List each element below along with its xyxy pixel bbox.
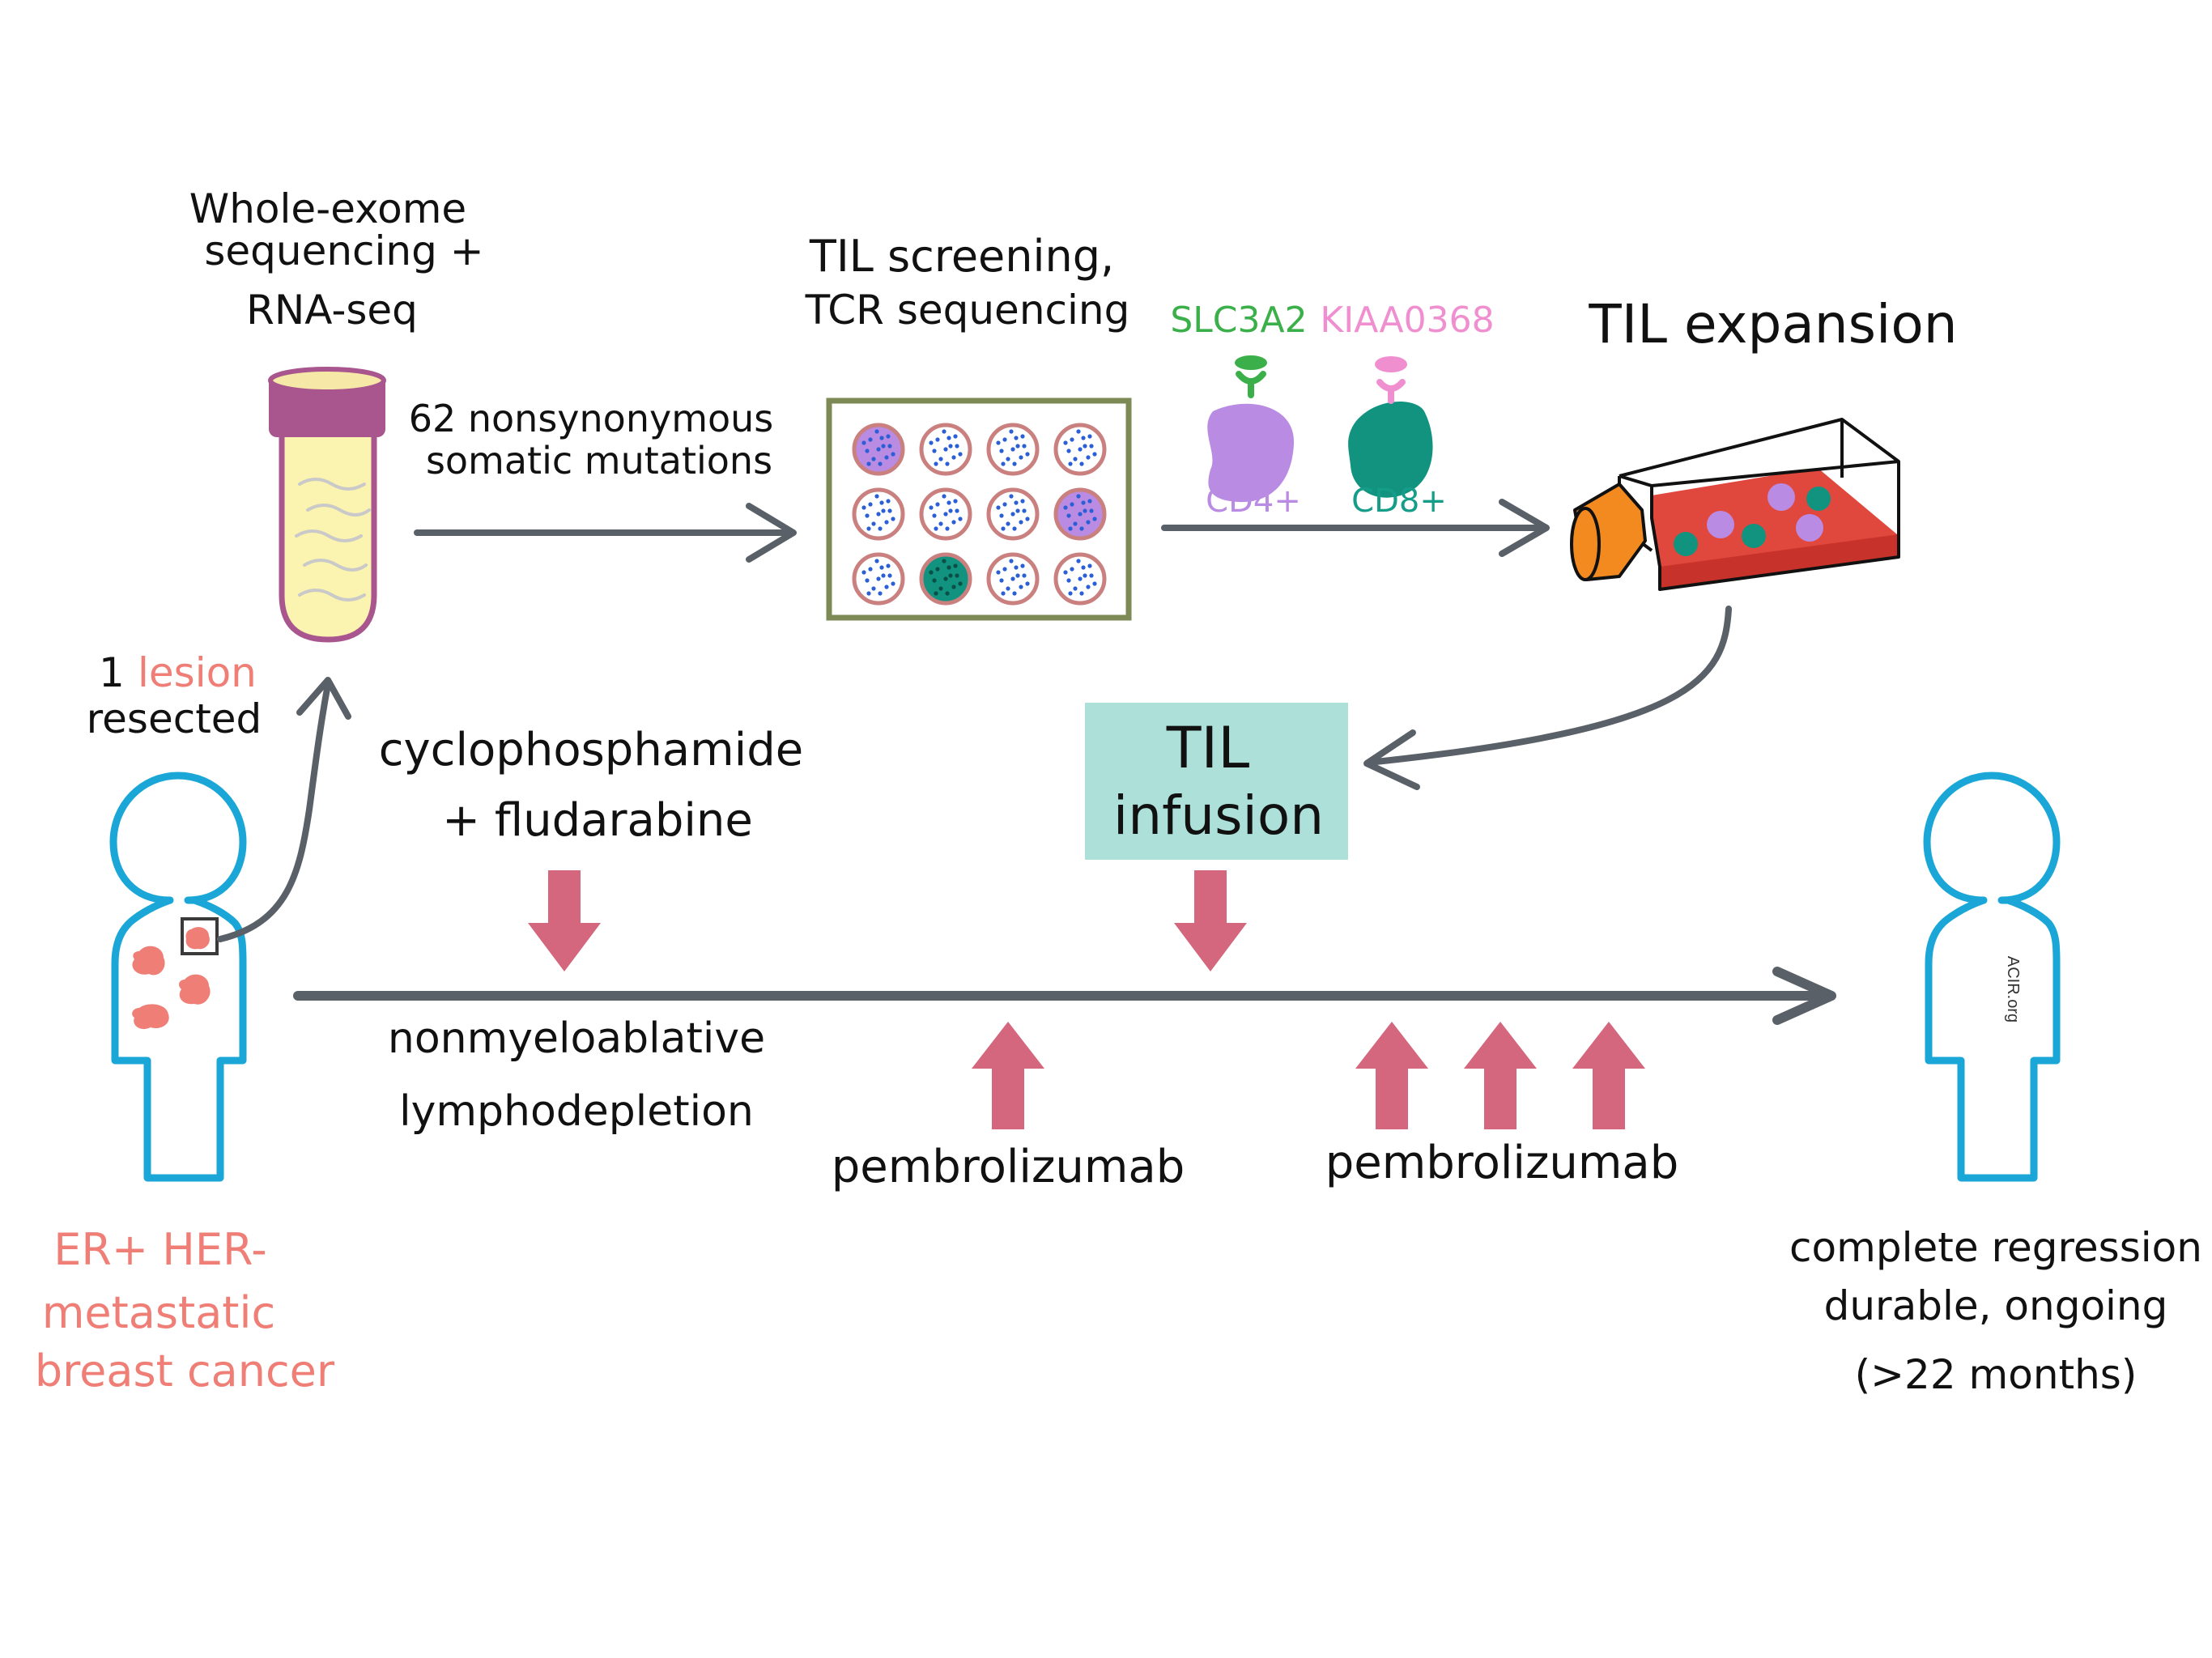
cd4-cell-icon (1207, 355, 1295, 503)
plate-well (852, 423, 905, 476)
chemo-label: cyclophosphamide + fludarabine (379, 724, 803, 847)
treatment-timeline-arrow (293, 967, 1836, 1025)
mutations-label: 62 nonsynonymous somatic mutations (409, 397, 774, 483)
plate-well (986, 487, 1040, 541)
lympho-label-line1: nonmyeloablative (388, 1014, 765, 1063)
sequencing-label: Whole-exome sequencing + RNA-seq (189, 185, 484, 334)
arrow-expansion-to-infusion (1363, 606, 1732, 790)
antigen-labels: SLC3A2 KIAA0368 (1170, 300, 1494, 341)
outcome-label-line1: complete regression (1789, 1224, 2202, 1271)
culture-flask-icon (1570, 418, 1900, 591)
lympho-label-line2: lymphodepletion (399, 1087, 754, 1136)
screening-label: TIL screening, TCR sequencing (805, 231, 1130, 334)
lesion-label: 1 lesion resected (87, 649, 262, 742)
patient-before-icon (109, 772, 247, 1182)
patient-label-line1: ER+ HER- (53, 1224, 267, 1275)
screening-label-line1: TIL screening, (809, 231, 1114, 282)
outcome-label: complete regression durable, ongoing (>2… (1789, 1224, 2202, 1398)
cd8-cell-icon (1348, 356, 1433, 498)
patient-label-line3: breast cancer (35, 1346, 335, 1397)
pembrolizumab-label-1: pembrolizumab (832, 1141, 1185, 1193)
mutations-label-line1: 62 nonsynonymous (409, 397, 774, 440)
chemo-label-line2: + fludarabine (442, 794, 753, 847)
pembrolizumab-up-arrow-1 (972, 1022, 1044, 1129)
plate-well (1053, 423, 1107, 476)
patient-after-icon (1923, 772, 2061, 1182)
infusion-down-arrow (1174, 870, 1247, 971)
pembrolizumab-up-arrow-2 (1355, 1022, 1428, 1129)
sample-tube-icon (268, 367, 386, 643)
pembrolizumab-label-2: pembrolizumab (1325, 1137, 1679, 1189)
mutations-label-line2: somatic mutations (426, 439, 772, 483)
sequencing-label-line1: Whole-exome (189, 185, 466, 232)
til-infusion-box: TIL infusion (1085, 703, 1348, 860)
plate-well (852, 552, 905, 606)
arrow-tube-to-plate (414, 503, 797, 563)
arrow-screening-to-expansion (1161, 499, 1550, 557)
plate-well (986, 423, 1040, 476)
gene-label-slc3a2: SLC3A2 (1170, 300, 1307, 341)
infusion-label-line2: infusion (1113, 784, 1324, 847)
plate-well (919, 552, 972, 606)
plate-well (1053, 552, 1107, 606)
plate-well (1053, 487, 1107, 541)
cd4-label: CD4+ (1206, 483, 1301, 520)
plate-wells (852, 423, 1107, 606)
credit-label: ACIR.org (2004, 956, 2022, 1022)
plate-well (852, 487, 905, 541)
outcome-label-line3: (>22 months) (1855, 1351, 2138, 1398)
plate-well (986, 552, 1040, 606)
lymphodepletion-label: nonmyeloablative lymphodepletion (388, 1014, 765, 1136)
resected-label: resected (87, 695, 262, 742)
patient-diagnosis-label: ER+ HER- metastatic breast cancer (35, 1224, 335, 1397)
sequencing-label-line3: RNA-seq (246, 287, 418, 334)
gene-label-kiaa0368: KIAA0368 (1320, 300, 1494, 341)
pembrolizumab-up-arrow-4 (1572, 1022, 1645, 1129)
lesion-count: 1 (99, 649, 125, 696)
outcome-label-line2: durable, ongoing (1824, 1282, 2168, 1329)
lesion-word: lesion (138, 649, 257, 696)
plate-well (919, 423, 972, 476)
chemo-label-line1: cyclophosphamide (379, 724, 803, 776)
sequencing-label-line2: sequencing + (204, 227, 483, 274)
patient-label-line2: metastatic (42, 1287, 275, 1338)
chemo-down-arrow (528, 870, 601, 971)
plate-well (919, 487, 972, 541)
screening-label-line2: TCR sequencing (805, 287, 1130, 334)
pembrolizumab-up-arrow-3 (1464, 1022, 1537, 1129)
til-screening-plate (826, 397, 1132, 621)
arrow-lesion-to-tube (217, 677, 351, 942)
infusion-label-line1: TIL (1166, 715, 1249, 781)
expansion-label: TIL expansion (1588, 293, 1957, 355)
cd8-label: CD8+ (1351, 483, 1447, 520)
